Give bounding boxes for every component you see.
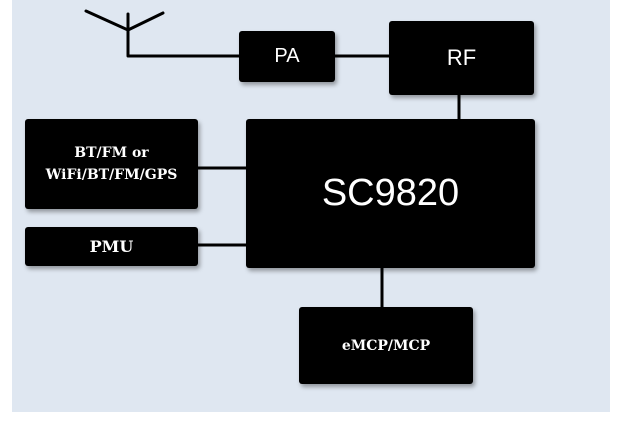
rf-block: RF (389, 21, 534, 95)
pmu-block: PMU (25, 227, 198, 266)
pmu-label: PMU (89, 237, 134, 256)
soc-block: SC9820 (246, 119, 535, 268)
connectivity-label-line-1: BT/FM or (74, 145, 149, 161)
pa-block: PA (239, 31, 335, 82)
connectivity-label-line-2: WiFi/BT/FM/GPS (45, 167, 178, 183)
memory-block: eMCP/MCP (299, 307, 473, 384)
antenna-icon (84, 9, 165, 58)
memory-label: eMCP/MCP (341, 337, 431, 354)
pa-label: PA (274, 45, 300, 67)
rf-label: RF (446, 45, 477, 70)
soc-label: SC9820 (321, 172, 460, 214)
connectivity-block: BT/FM or WiFi/BT/FM/GPS (25, 119, 198, 209)
